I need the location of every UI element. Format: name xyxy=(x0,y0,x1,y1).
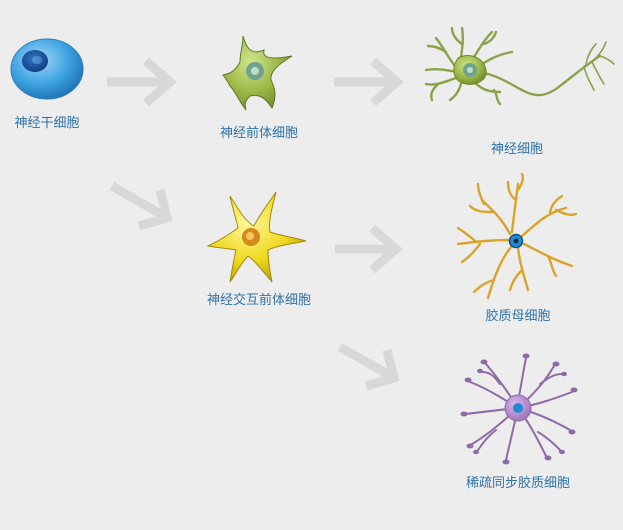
arrow-glial-to-astrocyte xyxy=(335,224,403,274)
arrow-progenitor-to-neuron xyxy=(334,57,404,107)
neuron-icon xyxy=(424,26,615,106)
label-neuron: 神经细胞 xyxy=(490,142,544,157)
label-neural-stem-cell: 神经干细胞 xyxy=(14,116,80,131)
label-glial-progenitor: 神经交互前体细胞 xyxy=(206,293,312,308)
label-oligodendrocyte: 稀疏同步胶质细胞 xyxy=(465,476,571,491)
arrow-stem-to-progenitor xyxy=(107,57,177,107)
yellow-star-progenitor-icon xyxy=(206,191,307,283)
edge-arrows xyxy=(107,57,404,391)
oval-stem-cell-icon xyxy=(10,38,84,100)
arrow-stem-to-glial-progenitor xyxy=(109,182,173,231)
label-neural-progenitor: 神经前体细胞 xyxy=(219,126,299,141)
astrocyte-icon xyxy=(456,172,578,300)
arrow-glial-to-oligodendrocyte xyxy=(337,343,400,391)
star-progenitor-icon xyxy=(222,35,293,111)
oligodendrocyte-icon xyxy=(460,353,578,465)
label-astrocyte: 胶质母细胞 xyxy=(485,309,551,324)
